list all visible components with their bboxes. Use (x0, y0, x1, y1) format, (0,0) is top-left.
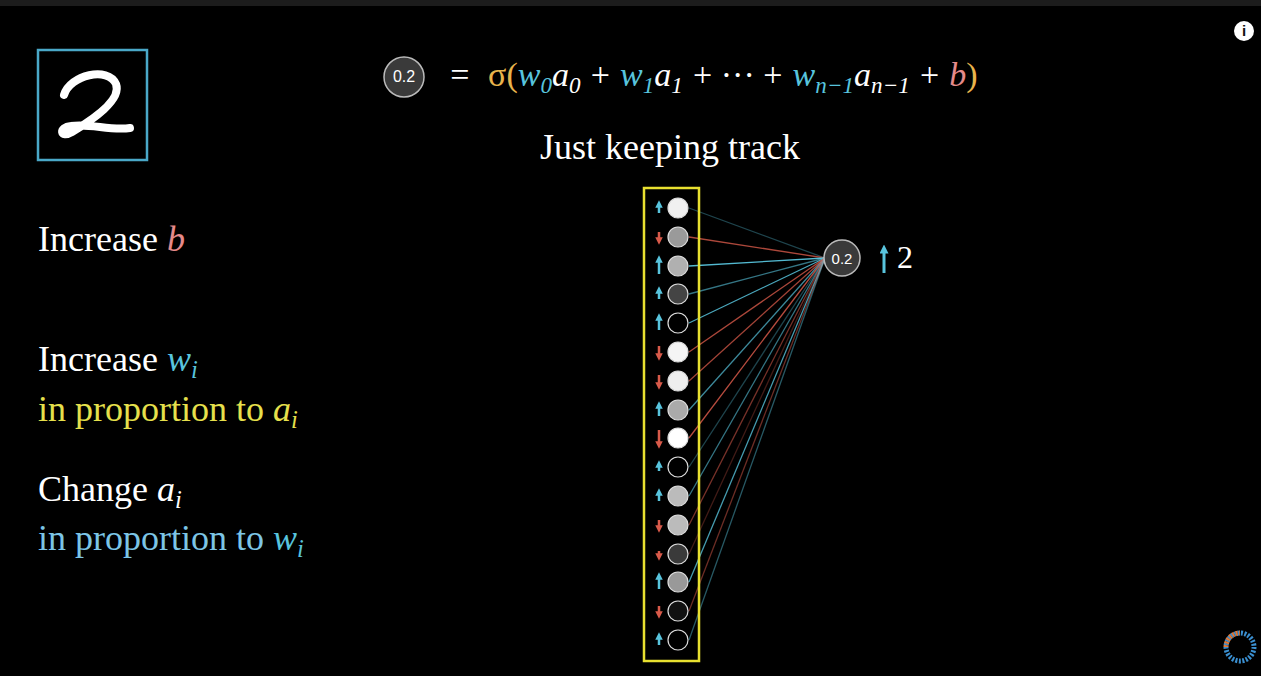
operator: + (920, 56, 939, 93)
subscript: 0 (569, 72, 581, 98)
activation-symbol: a (157, 469, 175, 509)
text-line: =σ(w0a0+w1a1+ ··· +wn−1an−1+b) (440, 55, 978, 99)
subscript: n−1 (815, 72, 854, 98)
activation-symbol: a (552, 56, 569, 93)
caption-text: 2 (897, 239, 913, 275)
text-line: Increaseb (38, 219, 185, 260)
digit-frame (38, 50, 147, 160)
weight-symbol: w (620, 56, 643, 93)
bias-symbol: b (949, 56, 966, 93)
title-text: Just keeping track (540, 127, 800, 168)
top-bar (0, 0, 1261, 6)
caption-text: Increase (38, 339, 158, 379)
handwritten-digit (62, 74, 130, 134)
operator: = (450, 56, 469, 93)
operator: + ··· + (693, 56, 782, 93)
subscript: i (175, 486, 182, 513)
bias-symbol: b (167, 219, 185, 259)
operator: + (591, 56, 610, 93)
text-line: 2 (897, 239, 913, 276)
input-neurons (668, 198, 688, 650)
text-line: i (1242, 22, 1246, 40)
weight-symbol: w (167, 339, 191, 379)
subscript: i (291, 406, 298, 433)
text-line: Increasewi (38, 339, 198, 385)
activation-value: 0.2 (832, 250, 853, 267)
caption-text: in proportion to (38, 518, 264, 558)
neuron-node: 0.2 (383, 56, 425, 98)
activation-symbol: a (273, 389, 291, 429)
subscript: n−1 (871, 72, 910, 98)
subscript: 1 (643, 72, 655, 98)
loading-spinner (1226, 633, 1254, 661)
text-line: in proportion toai (38, 389, 298, 435)
caption-text: Change (38, 469, 148, 509)
neuron-node: 0.2 (823, 239, 861, 277)
caption-text: Increase (38, 219, 158, 259)
subscript: 1 (671, 72, 683, 98)
increase-arrow (883, 249, 886, 273)
sigmoid-symbol: ) (966, 56, 977, 93)
weight-symbol: w (273, 518, 297, 558)
text-line: in proportion towi (38, 518, 304, 564)
subscript: i (191, 356, 198, 383)
nudge-arrows (658, 204, 661, 645)
weight-symbol: w (793, 56, 816, 93)
subscript: 0 (540, 72, 552, 98)
text-line: Changeai (38, 469, 182, 515)
activation-symbol: a (654, 56, 671, 93)
weight-symbol: w (518, 56, 541, 93)
activation-value: 0.2 (393, 68, 415, 86)
caption-text: in proportion to (38, 389, 264, 429)
info-icon (1234, 21, 1254, 41)
sigmoid-symbol: σ( (488, 56, 518, 93)
layer-bracket (644, 188, 699, 661)
weight-lines (689, 208, 825, 640)
subscript: i (297, 535, 304, 562)
loading-spinner-accent (1226, 633, 1240, 647)
activation-symbol: a (854, 56, 871, 93)
info-glyph: i (1242, 22, 1246, 39)
